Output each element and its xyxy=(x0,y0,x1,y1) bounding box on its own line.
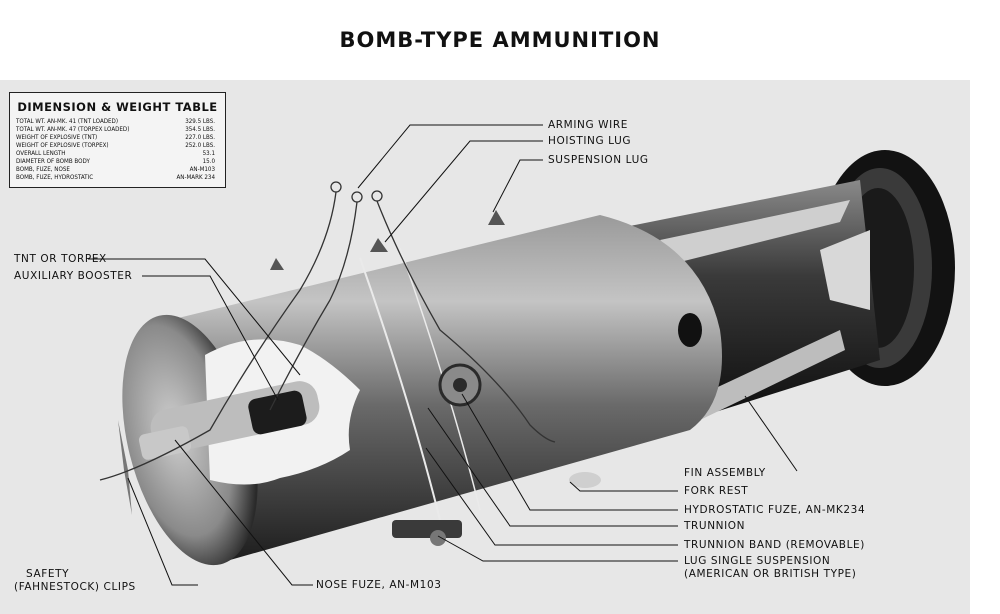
row-value: 354.5 LBS. xyxy=(185,126,215,133)
callout-safety: SAFETY xyxy=(26,568,70,580)
table-heading: DIMENSION & WEIGHT TABLE xyxy=(17,100,218,114)
bomb-body-shape xyxy=(118,210,722,566)
callout-fork-rest: FORK REST xyxy=(684,485,749,497)
callout-tnt-or-torpex: TNT OR TORPEX xyxy=(14,253,107,265)
row-value: 227.0 LBS. xyxy=(185,134,215,141)
row-value: 329.5 LBS. xyxy=(185,118,215,125)
table-row: BOMB, FUZE, HYDROSTATIC AN-MARK 234 xyxy=(16,174,219,182)
table-row: BOMB, FUZE, NOSE AN-M103 xyxy=(16,166,219,174)
callout-fahnestock-clips: (FAHNESTOCK) CLIPS xyxy=(14,581,136,593)
row-label: OVERALL LENGTH xyxy=(16,150,66,157)
row-value: 252.0 LBS. xyxy=(185,142,215,149)
table-row: OVERALL LENGTH 53.1 xyxy=(16,150,219,158)
callout-trunnion: TRUNNION xyxy=(684,520,746,532)
row-label: BOMB, FUZE, HYDROSTATIC xyxy=(16,174,94,181)
callout-auxiliary-booster: AUXILIARY BOOSTER xyxy=(14,270,133,282)
table-row: WEIGHT OF EXPLOSIVE (TNT) 227.0 LBS. xyxy=(16,134,219,142)
leader-lines xyxy=(88,124,798,586)
row-value: AN-M103 xyxy=(189,166,215,173)
row-label: BOMB, FUZE, NOSE xyxy=(16,166,70,173)
callout-hydrostatic-fuze: HYDROSTATIC FUZE, AN-MK234 xyxy=(684,504,866,516)
row-label: TOTAL WT. AN-MK. 47 (TORPEX LOADED) xyxy=(16,126,130,133)
page-title: BOMB-TYPE AMMUNITION xyxy=(339,28,661,52)
table-row: WEIGHT OF EXPLOSIVE (TORPEX) 252.0 LBS. xyxy=(16,142,219,150)
callout-arming-wire: ARMING WIRE xyxy=(548,119,628,131)
callout-lug-suspension-type: (AMERICAN OR BRITISH TYPE) xyxy=(684,568,857,580)
callout-trunnion-band: TRUNNION BAND (REMOVABLE) xyxy=(684,539,865,551)
callout-suspension-lug: SUSPENSION LUG xyxy=(548,154,649,166)
row-label: WEIGHT OF EXPLOSIVE (TORPEX) xyxy=(16,142,109,149)
dimension-weight-table: DIMENSION & WEIGHT TABLE TOTAL WT. AN-MK… xyxy=(9,92,226,188)
row-value: 15.0 xyxy=(202,158,215,165)
callout-nose-fuze: NOSE FUZE, AN-M103 xyxy=(316,579,442,591)
callout-fin-assembly: FIN ASSEMBLY xyxy=(684,467,766,479)
callout-lug-single-suspension: LUG SINGLE SUSPENSION xyxy=(684,555,831,567)
row-label: WEIGHT OF EXPLOSIVE (TNT) xyxy=(16,134,98,141)
row-value: AN-MARK 234 xyxy=(176,174,216,181)
row-value: 53.1 xyxy=(202,150,215,157)
callout-hoisting-lug: HOISTING LUG xyxy=(548,135,632,147)
row-label: DIAMETER OF BOMB BODY xyxy=(16,158,90,165)
table-row: DIAMETER OF BOMB BODY 15.0 xyxy=(16,158,219,166)
row-label: TOTAL WT. AN-MK. 41 (TNT LOADED) xyxy=(16,118,119,125)
table-row: TOTAL WT. AN-MK. 47 (TORPEX LOADED) 354.… xyxy=(16,126,219,134)
table-row: TOTAL WT. AN-MK. 41 (TNT LOADED) 329.5 L… xyxy=(16,118,219,126)
arming-wire-shape xyxy=(99,181,556,481)
